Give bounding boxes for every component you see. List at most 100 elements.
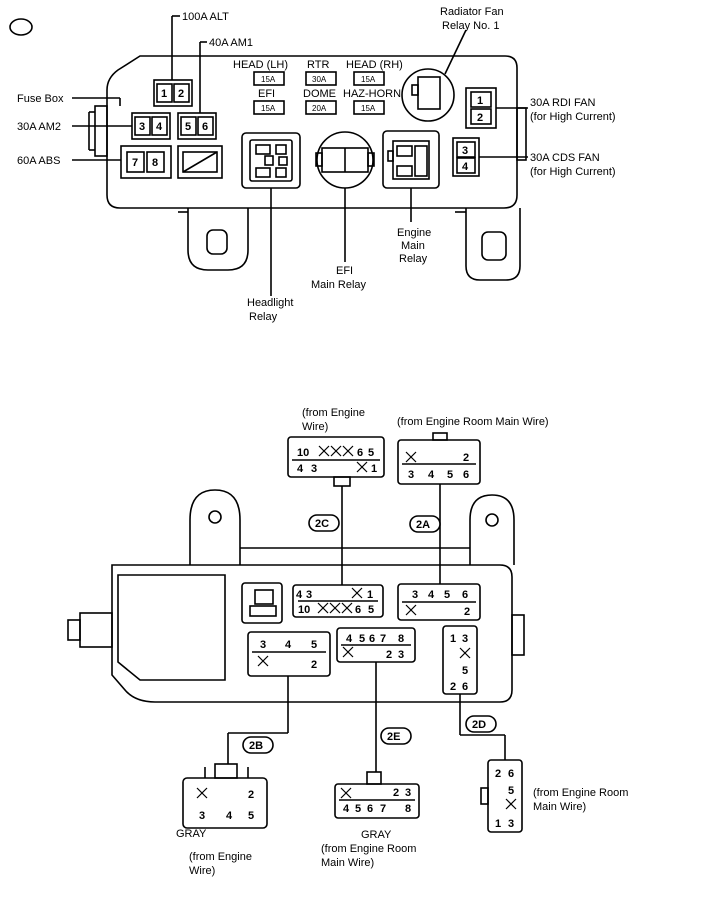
svg-text:3: 3: [199, 810, 205, 822]
badge-2d-text: 2D: [472, 719, 486, 731]
label-efi: EFI: [258, 88, 275, 100]
svg-text:6: 6: [369, 633, 375, 645]
label-gray-2b: GRAY: [176, 828, 207, 840]
label-head-lh: HEAD (LH): [233, 59, 288, 71]
label-main-wire-2d: Main Wire): [533, 801, 586, 813]
svg-text:2: 2: [477, 112, 483, 124]
label-rtr: RTR: [307, 59, 329, 71]
fuse-rtr: 30A: [312, 75, 327, 84]
badge-2b: [242, 736, 274, 754]
svg-text:3: 3: [462, 633, 468, 645]
label-relay-engine: Relay: [399, 253, 428, 265]
svg-text:4: 4: [297, 463, 304, 475]
label-30a-cds-fan: 30A CDS FAN: [530, 152, 600, 164]
label-from-erm-top: (from Engine Room Main Wire): [397, 416, 549, 428]
svg-text:2: 2: [386, 649, 392, 661]
label-30a-rdi-fan: 30A RDI FAN: [530, 97, 595, 109]
label-engine: Engine: [397, 227, 431, 239]
svg-text:2: 2: [248, 789, 254, 801]
radiator-fan-relay: [401, 68, 455, 122]
svg-text:6: 6: [355, 604, 361, 616]
svg-text:6: 6: [463, 469, 469, 481]
svg-text:2: 2: [178, 88, 184, 100]
svg-text:3: 3: [398, 649, 404, 661]
badge-2e-text: 2E: [387, 731, 400, 743]
label-head-rh: HEAD (RH): [346, 59, 403, 71]
svg-text:2: 2: [495, 768, 501, 780]
svg-text:5: 5: [311, 639, 317, 651]
svg-text:6: 6: [462, 589, 468, 601]
svg-text:5: 5: [444, 589, 450, 601]
svg-text:6: 6: [367, 803, 373, 815]
svg-text:7: 7: [132, 157, 138, 169]
svg-text:7: 7: [380, 633, 386, 645]
top-box-left-tab: [94, 105, 108, 157]
badge-2e: [380, 727, 412, 745]
socket-2c: [292, 584, 384, 618]
svg-text:3: 3: [139, 121, 145, 133]
svg-text:1: 1: [477, 95, 483, 107]
label-from-erm-2d: (from Engine Room: [533, 787, 628, 799]
label-fuse-box: Fuse Box: [17, 93, 64, 105]
svg-text:2: 2: [393, 787, 399, 799]
label-main: Main: [401, 240, 425, 252]
svg-text:5: 5: [355, 803, 361, 815]
svg-text:5: 5: [462, 665, 468, 677]
svg-text:6: 6: [202, 121, 208, 133]
label-efi-main: EFI: [336, 265, 353, 277]
label-30a-am2: 30A AM2: [17, 121, 61, 133]
svg-text:4: 4: [156, 121, 163, 133]
svg-text:3: 3: [508, 818, 514, 830]
svg-text:2: 2: [450, 681, 456, 693]
label-dome: DOME: [303, 88, 336, 100]
bottom-box-body: [111, 564, 513, 703]
svg-text:4: 4: [428, 589, 435, 601]
svg-text:8: 8: [405, 803, 411, 815]
connector-2b: [182, 777, 268, 829]
fuse-head-lh: 15A: [261, 75, 276, 84]
svg-text:5: 5: [248, 810, 254, 822]
svg-text:10: 10: [297, 447, 309, 459]
svg-text:3: 3: [405, 787, 411, 799]
label-main-relay: Main Relay: [311, 279, 367, 291]
svg-text:3: 3: [462, 145, 468, 157]
svg-text:5: 5: [368, 604, 374, 616]
fuse-head-rh: 15A: [361, 75, 376, 84]
top-box-body: [106, 55, 518, 209]
svg-text:7: 7: [380, 803, 386, 815]
label-100a-alt: 100A ALT: [182, 11, 229, 23]
label-gray-2e: GRAY: [361, 829, 392, 841]
svg-text:1: 1: [495, 818, 501, 830]
svg-text:4: 4: [428, 469, 435, 481]
label-wire-2b: Wire): [189, 865, 215, 877]
svg-text:5: 5: [447, 469, 453, 481]
svg-text:2: 2: [463, 452, 469, 464]
label-radiator-fan: Radiator Fan: [440, 6, 504, 18]
socket-2d: [442, 625, 478, 695]
bottom-fuse-box: [67, 432, 525, 833]
socket-2b: [247, 631, 331, 677]
svg-text:3: 3: [408, 469, 414, 481]
svg-text:4: 4: [285, 639, 292, 651]
label-rdi-high-current: (for High Current): [530, 111, 616, 123]
badge-2c-text: 2C: [315, 518, 329, 530]
label-from-engine-2b: (from Engine: [189, 851, 252, 863]
fuse-haz-horn: 15A: [361, 104, 376, 113]
label-relay-no1: Relay No. 1: [442, 20, 499, 32]
top-fuse-box: [9, 15, 528, 296]
badge-2a: [409, 515, 441, 533]
svg-text:4: 4: [462, 161, 469, 173]
label-60a-abs: 60A ABS: [17, 155, 60, 167]
svg-text:4: 4: [343, 803, 350, 815]
label-cds-high-current: (for High Current): [530, 166, 616, 178]
connector-2d: [487, 759, 523, 833]
svg-text:4: 4: [226, 810, 233, 822]
svg-text:3: 3: [311, 463, 317, 475]
svg-text:3: 3: [412, 589, 418, 601]
label-wire-top: Wire): [302, 421, 328, 433]
svg-text:6: 6: [462, 681, 468, 693]
svg-text:2: 2: [311, 659, 317, 671]
svg-text:2: 2: [464, 606, 470, 618]
